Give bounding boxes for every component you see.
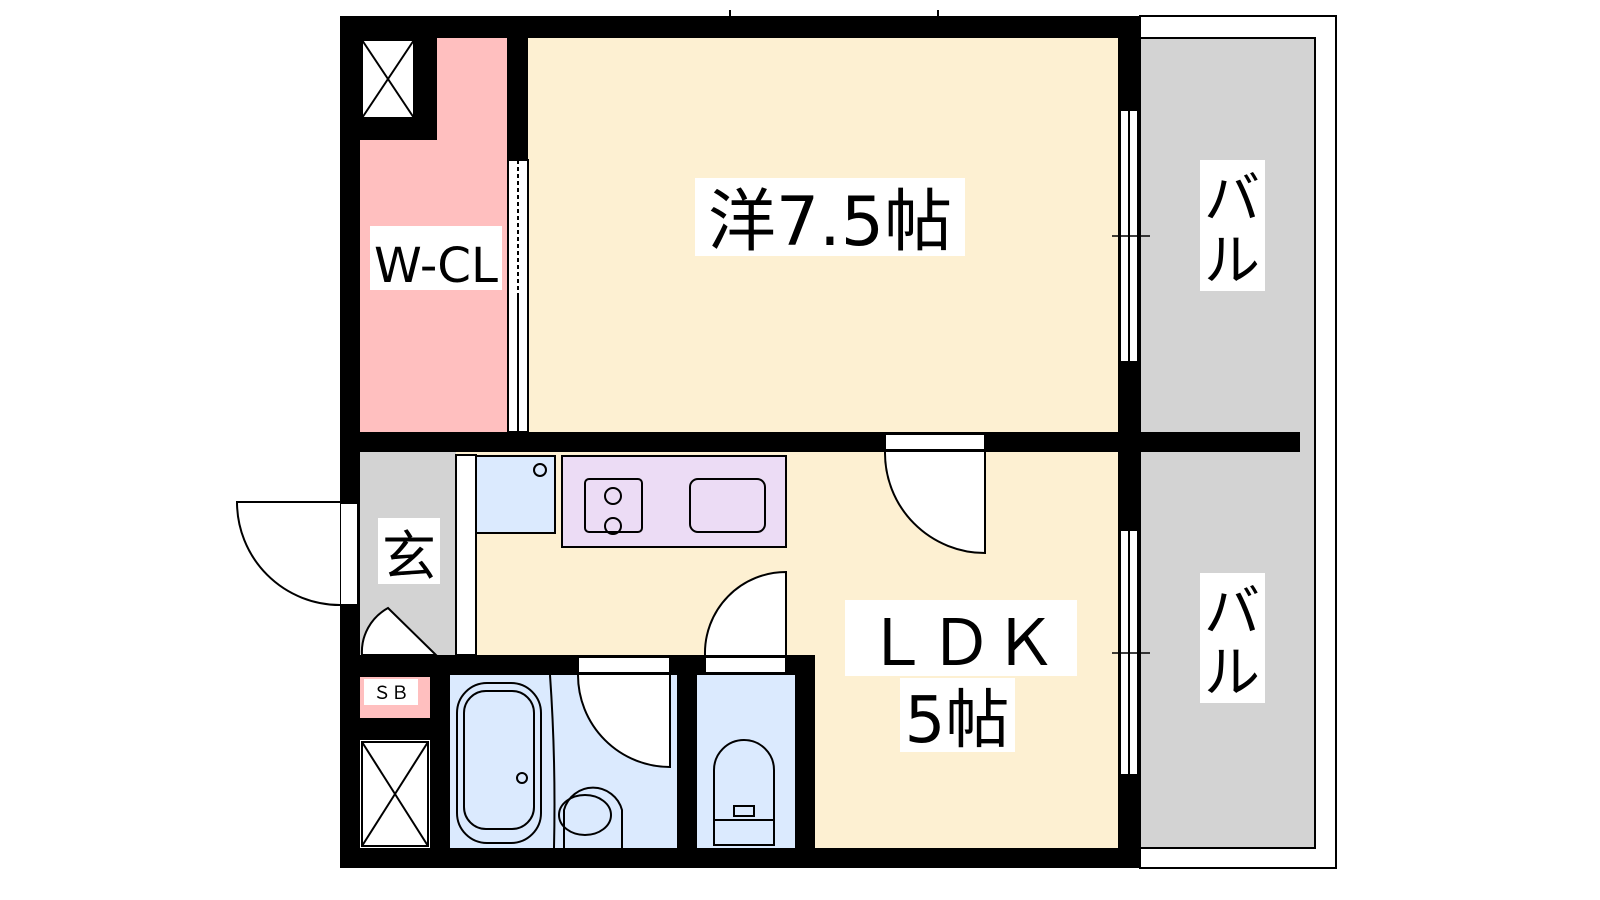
entrance-door[interactable] <box>235 501 359 606</box>
shoe-box-door[interactable] <box>360 606 439 656</box>
stove <box>584 478 643 533</box>
balcony-lower-label-1: バ <box>1204 580 1260 645</box>
toilet-area <box>697 675 795 848</box>
balcony-upper-label-2: ル <box>1204 229 1260 294</box>
window-ldk[interactable] <box>1112 529 1150 776</box>
closet-sliding-door[interactable] <box>507 159 529 433</box>
western-room-door[interactable] <box>883 433 986 555</box>
closet-label: W-CL <box>374 238 498 294</box>
refrigerator <box>475 455 556 534</box>
window-western[interactable] <box>1112 109 1150 363</box>
entrance-label: 玄 <box>382 525 436 588</box>
shoe-box-label: ＳＢ <box>373 683 409 704</box>
ldk-label: ＬＤＫ <box>865 607 1057 681</box>
ldk-size-label: 5帖 <box>905 684 1010 758</box>
entrance-step <box>455 454 477 656</box>
washbasin <box>563 786 623 848</box>
western-room-label: 洋7.5帖 <box>708 183 952 262</box>
burner-icon <box>604 517 622 535</box>
top-window <box>729 10 939 38</box>
pipe-shaft-upper <box>361 39 415 119</box>
kitchen-counter <box>561 455 787 548</box>
bathroom <box>456 656 671 849</box>
pipe-shaft-lower <box>361 741 429 847</box>
bathtub <box>456 682 542 844</box>
balcony-upper-label-1: バ <box>1204 167 1260 232</box>
toilet <box>703 570 787 846</box>
balcony-lower-label-2: ル <box>1204 641 1260 706</box>
burner-icon <box>604 487 622 505</box>
sink <box>689 478 766 533</box>
